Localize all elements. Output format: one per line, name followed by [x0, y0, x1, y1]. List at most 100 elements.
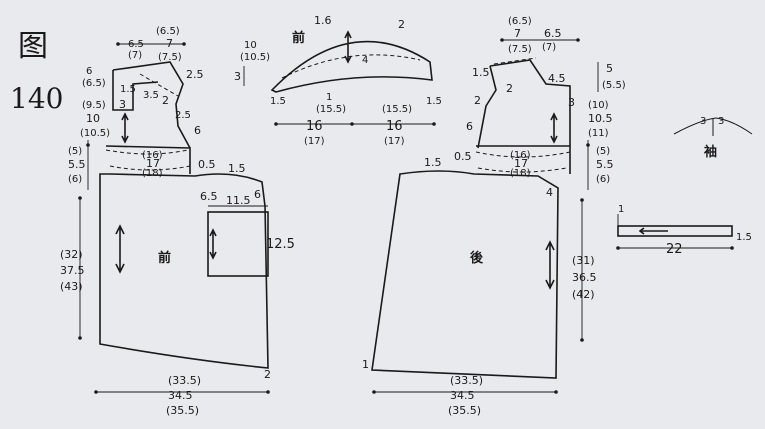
front-neck-d: 10	[86, 112, 100, 125]
back-mark-15: 1.5	[424, 156, 442, 169]
figure-number: 140	[10, 82, 63, 115]
front-neck-b: (6.5)	[82, 78, 106, 89]
back-armhole-dash	[475, 151, 571, 158]
back-top-d: 6.5	[544, 27, 562, 40]
front-hem-a: (33.5)	[168, 374, 201, 387]
back-top-c: (7.5)	[508, 44, 532, 55]
collar-piece: 1.6 2 前 4 10 (10.5) 3 1.5 1.5 1 (15.5) (…	[234, 14, 442, 147]
collar-width-right-b: (17)	[384, 136, 405, 147]
front-length-c: (43)	[60, 280, 83, 293]
collar-height-b: (10.5)	[240, 52, 270, 63]
back-hem-a: (33.5)	[450, 374, 483, 387]
strip-arrow	[638, 227, 668, 235]
pocket-b: 11.5	[226, 194, 251, 207]
back-shoulder-outline	[477, 65, 497, 149]
front-armhole-dash-2	[109, 165, 191, 171]
back-side-b: 10.5	[588, 112, 613, 125]
collar-right-edge: 1.5	[426, 96, 442, 107]
front-neck-a: 6	[86, 66, 92, 77]
sleeve-mark-b: 3	[718, 116, 724, 127]
front-shoulder-dash	[139, 73, 179, 97]
back-mark-b: 2	[506, 82, 513, 95]
back-mark-05: 0.5	[454, 150, 472, 163]
front-yoke-arrow	[121, 112, 129, 144]
back-side-c: (11)	[588, 128, 609, 139]
back-mark-a: 1.5	[472, 66, 490, 79]
front-piece: 前 (6.5) 6.5 7 (7) (7.5) 6 (6.5) (9.5) 10…	[60, 26, 295, 417]
front-mark-a: 2.5	[186, 68, 204, 81]
front-shoulder-outline	[112, 61, 191, 149]
front-length-a: (32)	[60, 248, 83, 261]
front-neck-c: (9.5)	[82, 100, 106, 111]
strip-left: 1	[618, 204, 624, 215]
front-hem-c: (35.5)	[166, 404, 199, 417]
collar-label: 前	[292, 30, 305, 46]
collar-center-b: (15.5)	[316, 104, 346, 115]
back-top-b: 7	[514, 27, 521, 40]
back-armhole-dash-2	[477, 167, 567, 173]
back-depth-b: 5.5	[596, 158, 614, 171]
pocket-d: 12.5	[266, 237, 295, 252]
pocket-c: 6	[254, 188, 261, 201]
sleeve-piece: 3 3 袖	[673, 116, 753, 160]
collar-center-c: (15.5)	[382, 104, 412, 115]
front-top-dim-c: 7	[166, 37, 173, 50]
front-mark-05: 0.5	[198, 158, 216, 171]
front-depth-b: 5.5	[68, 158, 86, 171]
collar-width-left-b: (17)	[304, 136, 325, 147]
collar-left-edge: 1.5	[270, 96, 286, 107]
pocket-a: 6.5	[200, 190, 218, 203]
front-hem-b: 34.5	[168, 389, 193, 402]
back-hem-c: (35.5)	[448, 404, 481, 417]
back-depth-c: (6)	[596, 174, 610, 185]
back-yoke-arrow	[550, 112, 558, 144]
back-armhole-band	[476, 145, 571, 174]
front-depth-c: (6)	[68, 174, 82, 185]
front-mark-g: 2.5	[175, 110, 191, 121]
back-armhole-b: 17	[514, 157, 528, 170]
front-mark-e: 1.5	[120, 84, 136, 95]
collar-side: 3	[234, 70, 241, 83]
collar-height-a: 10	[244, 40, 257, 51]
back-piece: 後 (6.5) 7 (7.5) 6.5 (7) 1.5 2 4.5 3 2 6 …	[362, 16, 626, 417]
back-top-a: (6.5)	[508, 16, 532, 27]
front-mark-b: 3.5	[143, 90, 159, 101]
back-depth-a: (5)	[596, 146, 610, 157]
back-neck-outline	[489, 59, 571, 146]
back-mark-f: 6	[466, 120, 473, 133]
back-hem-b: 34.5	[450, 389, 475, 402]
sleeve-label: 袖	[704, 144, 717, 160]
front-mark-f: 3	[119, 98, 126, 111]
sleeve-curve	[673, 117, 753, 135]
back-shoulder-dash	[493, 57, 537, 65]
collar-center-a: 1	[326, 92, 332, 103]
front-neck-e: (10.5)	[80, 128, 110, 139]
back-mark-d: 3	[568, 96, 575, 109]
collar-width-right-a: 16	[386, 119, 403, 134]
back-armhole-a: (16)	[510, 150, 531, 161]
sleeve-mark-a: 3	[700, 116, 706, 127]
back-side-a: (10)	[588, 100, 609, 111]
front-armhole-c: (18)	[142, 168, 163, 179]
back-top-e: (7)	[542, 42, 556, 53]
back-body-outline	[371, 170, 559, 379]
back-neck-a: 5	[606, 62, 613, 75]
front-top-dim-e: (7.5)	[158, 52, 182, 63]
back-mark-c: 4.5	[548, 72, 566, 85]
front-mark-c: 2	[162, 94, 169, 107]
front-body-outline	[99, 173, 269, 369]
back-neck-b: (5.5)	[602, 80, 626, 91]
front-top-dim-b: 6.5	[128, 39, 144, 50]
collar-top-b: 2	[398, 18, 405, 31]
back-hem-mark: 1	[362, 358, 369, 371]
front-length-b: 37.5	[60, 264, 85, 277]
front-mark-15: 1.5	[228, 162, 246, 175]
front-top-dim-a: (6.5)	[156, 26, 180, 37]
collar-grain-arrow	[344, 30, 352, 64]
front-grain-arrow	[115, 224, 125, 274]
collar-dash	[281, 54, 421, 79]
figure-char: 图	[18, 29, 48, 64]
front-armhole-band	[105, 145, 191, 174]
